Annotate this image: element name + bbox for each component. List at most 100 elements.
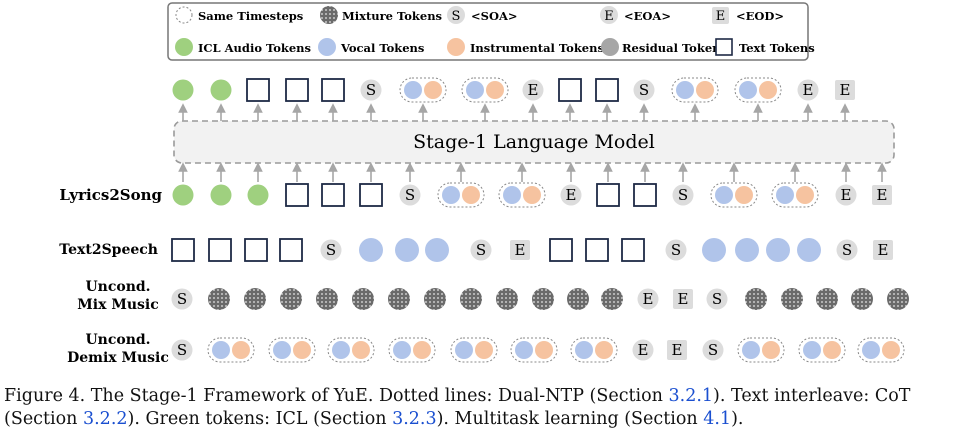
row-label-uncond-mix-line1: Uncond. — [85, 279, 150, 295]
eoa-token-bg — [522, 79, 544, 101]
instrumental-token — [486, 81, 504, 99]
text-token — [633, 183, 657, 207]
instrumental-token — [882, 341, 900, 359]
legend-eod: <EOD> — [736, 9, 784, 23]
S-token: S — [360, 79, 382, 101]
soa-token-bg — [320, 239, 342, 261]
pair-token — [327, 337, 375, 363]
box-token — [549, 238, 573, 262]
legend: Same Timesteps Mixture Tokens S <SOA> E … — [167, 2, 815, 61]
box-token — [285, 78, 309, 102]
D-token: E — [872, 185, 892, 205]
mix-token — [601, 288, 623, 310]
instrumental-token — [762, 341, 780, 359]
blue-token — [797, 238, 821, 262]
vocal-token — [212, 341, 230, 359]
soa-token-glyph: S — [712, 290, 722, 308]
mix-token — [244, 288, 266, 310]
S-token: S — [470, 239, 492, 261]
model-label: Stage-1 Language Model — [413, 131, 655, 153]
S-token: S — [320, 239, 342, 261]
text-token — [558, 78, 582, 102]
mix-token — [567, 288, 589, 310]
pair-token — [498, 182, 546, 208]
legend-soa: <SOA> — [471, 9, 518, 23]
box-token — [321, 78, 345, 102]
S-token: S — [633, 79, 655, 101]
mixture-token — [424, 288, 446, 310]
mix-token — [496, 288, 518, 310]
box-token — [285, 183, 309, 207]
text-token — [321, 183, 345, 207]
mixture-token — [352, 288, 374, 310]
vocal-token — [332, 341, 350, 359]
soa-token-bg — [171, 339, 193, 361]
eoa-token-bg — [637, 288, 659, 310]
vocal-token — [715, 186, 733, 204]
S-token: S — [665, 239, 687, 261]
text-token — [279, 238, 303, 262]
vocal-token — [739, 81, 757, 99]
text-token — [596, 183, 620, 207]
soa-token-bg — [171, 288, 193, 310]
soa-token-bg — [633, 79, 655, 101]
instrumental-token — [823, 341, 841, 359]
eod-token-glyph: E — [672, 341, 683, 359]
box-token — [171, 238, 195, 262]
text-token — [246, 78, 270, 102]
S-token: S — [836, 239, 858, 261]
text-token — [285, 78, 309, 102]
green-token — [172, 184, 194, 206]
eod-token-glyph: E — [515, 241, 526, 259]
instrumental-token — [523, 186, 541, 204]
vocal-token — [359, 238, 383, 262]
vocal-token — [442, 186, 460, 204]
instrumental-token — [796, 186, 814, 204]
legend-eoa: <EOA> — [624, 9, 671, 23]
soa-token-bg — [360, 79, 382, 101]
soa-token-bg — [702, 339, 724, 361]
mixture-token — [316, 288, 338, 310]
pair-token — [737, 337, 785, 363]
E-token: E — [560, 184, 582, 206]
mixture-token — [601, 288, 623, 310]
caption-ref-3-2-1[interactable]: 3.2.1 — [668, 386, 714, 406]
soa-token-glyph: S — [671, 241, 681, 259]
vocal-token — [735, 238, 759, 262]
D-token: E — [873, 240, 893, 260]
instrumental-token — [424, 81, 442, 99]
mix-token — [745, 288, 767, 310]
caption-ref-3-2-3[interactable]: 3.2.3 — [392, 409, 437, 429]
eoa-token-bg — [632, 339, 654, 361]
framework-diagram: Same Timesteps Mixture Tokens S <SOA> E … — [59, 2, 909, 366]
green-token — [210, 184, 232, 206]
mix-token — [352, 288, 374, 310]
row-label-text2speech: Text2Speech — [59, 242, 158, 258]
mix-token — [388, 288, 410, 310]
mixture-token-swatch — [320, 6, 338, 24]
box-token — [585, 238, 609, 262]
mixture-token — [460, 288, 482, 310]
caption-ref-3-2-2[interactable]: 3.2.2 — [82, 409, 128, 429]
icl-audio-token — [172, 184, 194, 206]
text-token — [321, 78, 345, 102]
instrumental-swatch — [447, 38, 465, 56]
instrumental-token — [595, 341, 613, 359]
instrumental-token — [293, 341, 311, 359]
icl-audio-token — [172, 79, 194, 101]
blue-token — [395, 238, 419, 262]
same-timesteps-swatch — [175, 6, 193, 24]
vocal-token — [273, 341, 291, 359]
caption-ref-4-1[interactable]: 4.1 — [703, 409, 732, 429]
mix-token — [851, 288, 873, 310]
mixture-token — [388, 288, 410, 310]
mixture-token — [851, 288, 873, 310]
eod-swatch — [712, 7, 729, 24]
blue-token — [766, 238, 790, 262]
vocal-token — [797, 238, 821, 262]
soa-swatch-glyph: S — [452, 9, 461, 24]
vocal-token — [466, 81, 484, 99]
S-token: S — [171, 288, 193, 310]
vocal-token — [676, 81, 694, 99]
